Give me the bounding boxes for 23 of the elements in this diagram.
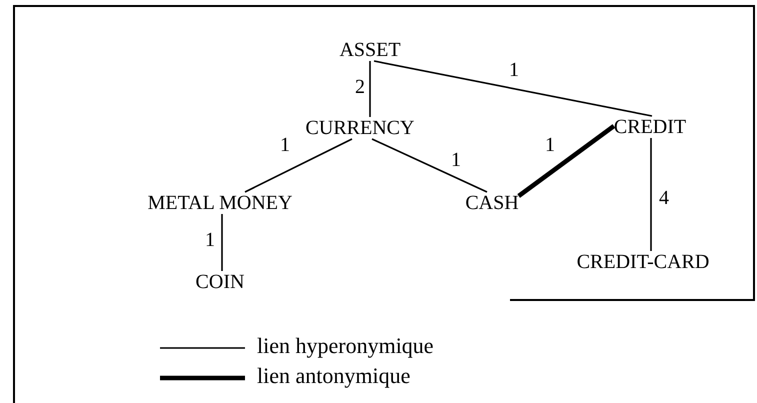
edge-label: 2	[355, 76, 365, 98]
edge-label: 4	[659, 187, 669, 209]
edge-label: 1	[509, 59, 519, 81]
link-line	[221, 214, 223, 271]
node-label: ASSET	[339, 39, 401, 61]
legend-text: lien antonymique	[257, 364, 410, 388]
link-line	[517, 124, 616, 198]
link-line	[369, 61, 371, 117]
node-label: CASH	[465, 192, 519, 214]
node-label: CURRENCY	[306, 117, 414, 139]
node-label: METAL MONEY	[148, 192, 292, 214]
edge-label: 1	[545, 134, 555, 156]
node-label: COIN	[196, 271, 244, 293]
edge-label: 1	[205, 229, 215, 251]
link-line	[374, 60, 652, 117]
node-label: CREDIT-CARD	[576, 251, 710, 273]
link-line	[650, 138, 652, 251]
legend-text: lien hyperonymique	[257, 334, 434, 358]
link-line	[372, 138, 488, 193]
edge-label: 1	[451, 149, 461, 171]
link-line	[244, 138, 352, 193]
node-label: CREDIT	[614, 116, 686, 138]
edge-label: 1	[280, 134, 290, 156]
